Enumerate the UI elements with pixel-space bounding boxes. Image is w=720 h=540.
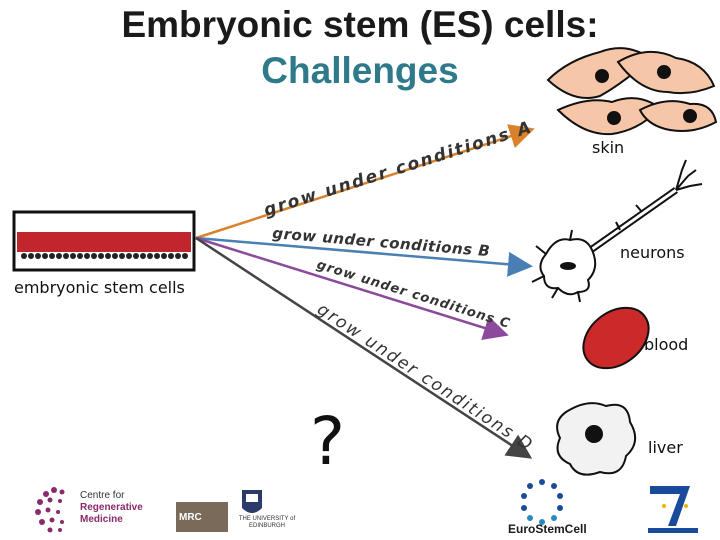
arrow-conditions-a: [195, 124, 535, 240]
branch-label-a: grow under conditions A: [261, 117, 535, 221]
edinburgh-crest-icon: [242, 490, 262, 513]
arrow-conditions-b: [195, 236, 533, 277]
mrc-logo-text: MRC: [179, 512, 202, 523]
liver-cell-icon: [556, 402, 637, 476]
skin-cells-icon: [546, 47, 718, 136]
arrow-conditions-d: [195, 236, 533, 459]
arrow-conditions-c: [195, 236, 509, 340]
crm-logo-dots: [35, 487, 65, 533]
target-label-blood: blood: [644, 335, 689, 354]
source-label: embryonic stem cells: [14, 278, 185, 297]
eurostemcell-logo-text: EuroStemCell: [508, 522, 587, 536]
slide-title: Embryonic stem (ES) cells:: [121, 4, 599, 45]
target-label-skin: skin: [592, 138, 625, 157]
crm-logo-text: Centre for Regenerative Medicine: [80, 490, 143, 525]
neuron-icon: [531, 159, 703, 303]
question-mark: ?: [310, 403, 345, 480]
eu-fp7-logo: [648, 486, 698, 533]
slide-subtitle: Challenges: [261, 50, 459, 91]
red-blood-cell-icon: [582, 306, 650, 370]
target-label-liver: liver: [648, 438, 683, 457]
culture-dish-icon: [12, 210, 196, 272]
edinburgh-logo-text: THE UNIVERSITY of EDINBURGH: [238, 516, 296, 529]
target-label-neurons: neurons: [620, 243, 685, 262]
eurostemcell-logo-dots: [521, 479, 563, 525]
mrc-logo: [176, 502, 228, 532]
